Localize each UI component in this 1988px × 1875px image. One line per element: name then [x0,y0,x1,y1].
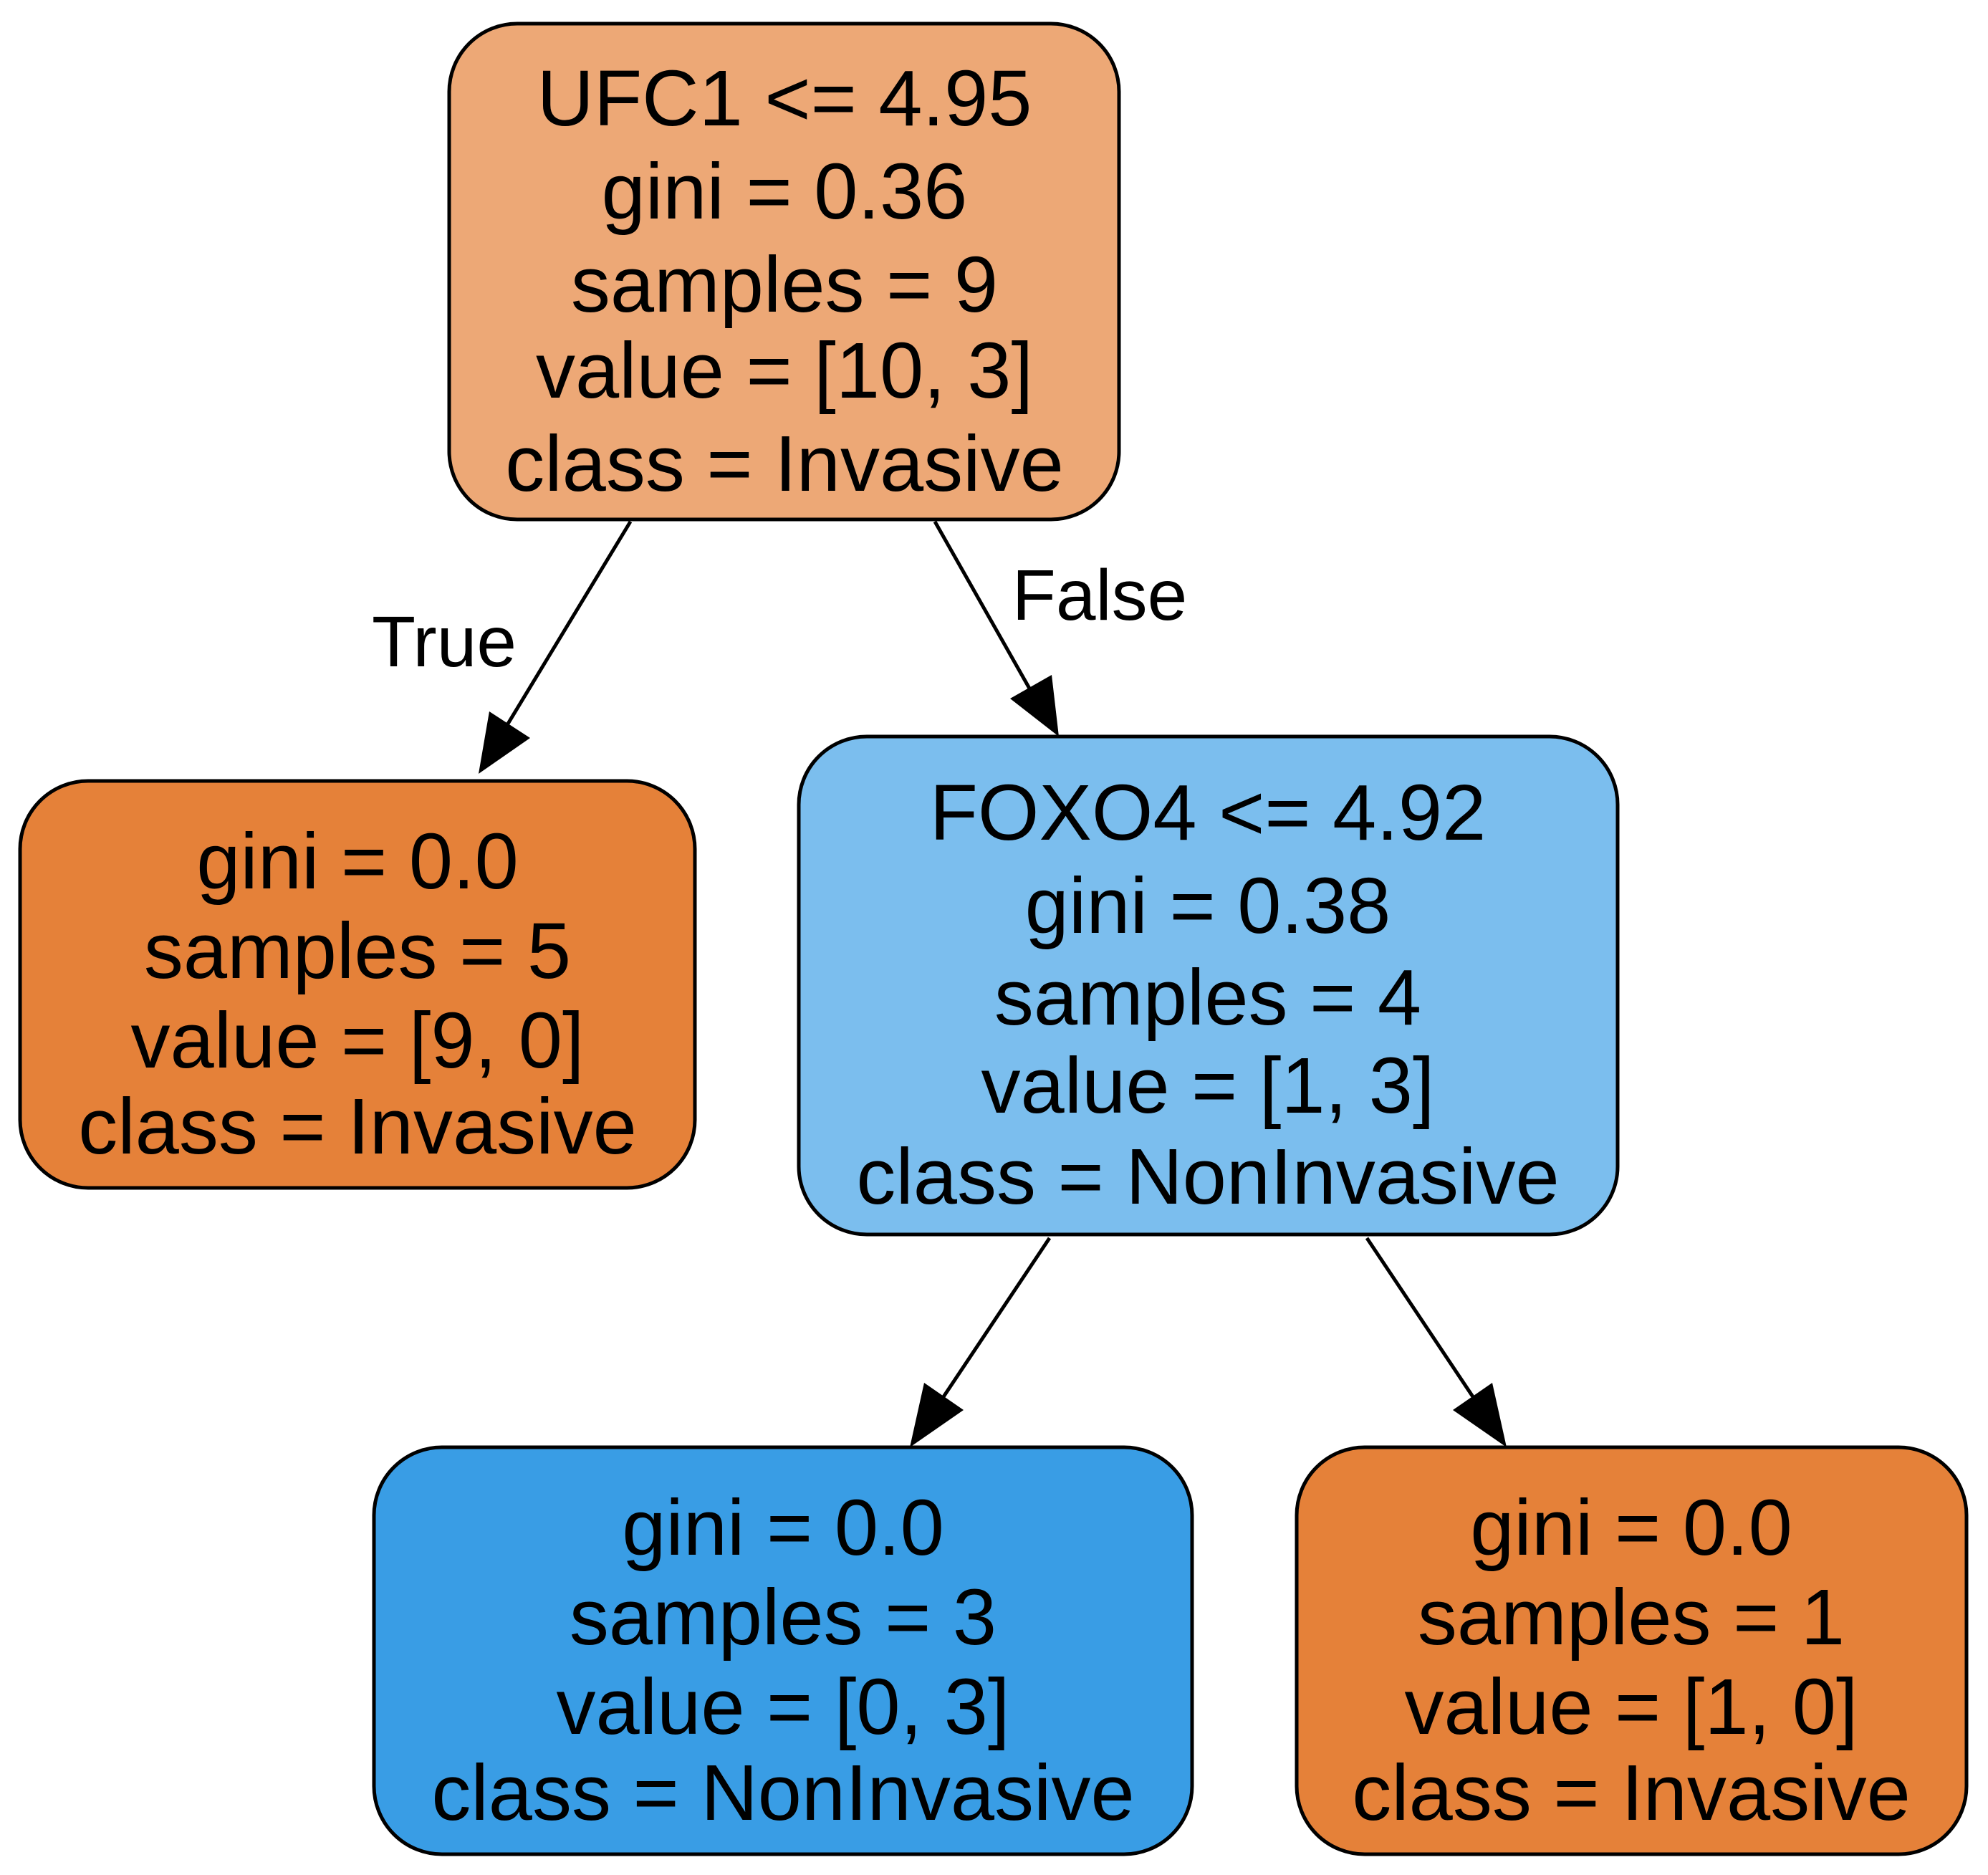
edge-root-to-left-leaf: True [372,520,633,774]
node-root-line-4: value = [10, 3] [536,327,1033,415]
node-right-split: FOXO4 <= 4.92 gini = 0.38 samples = 4 va… [797,734,1620,1237]
node-left-leaf-line-1: gini = 0.0 [196,817,519,906]
edge-right-split-to-bottom-left-leaf [910,1237,1052,1447]
node-bottom-right-leaf-line-4: class = Invasive [1352,1749,1911,1837]
node-root-line-1: UFC1 <= 4.95 [537,54,1032,143]
node-bottom-left-leaf-line-3: value = [0, 3] [557,1663,1010,1751]
node-bottom-right-leaf: gini = 0.0 samples = 1 value = [1, 0] cl… [1295,1445,1969,1856]
node-root-line-3: samples = 9 [571,241,998,329]
node-root: UFC1 <= 4.95 gini = 0.36 samples = 9 val… [447,21,1121,522]
node-bottom-right-leaf-box [1295,1445,1969,1856]
node-left-leaf-line-3: value = [9, 0] [131,997,585,1085]
edge-root-to-right-split: False [933,520,1188,737]
node-bottom-left-leaf-box [372,1445,1194,1856]
node-bottom-right-leaf-line-2: samples = 1 [1418,1573,1845,1661]
node-right-split-line-4: value = [1, 3] [981,1042,1435,1130]
edge-right-split-to-bottom-right-leaf [1365,1237,1507,1447]
edge-label-false: False [1012,555,1188,636]
node-root-line-5: class = Invasive [505,420,1064,508]
node-right-split-box [797,734,1620,1237]
node-root-line-2: gini = 0.36 [602,148,968,236]
node-left-leaf-line-4: class = Invasive [78,1083,637,1171]
node-root-box [447,21,1121,522]
node-right-split-line-2: gini = 0.38 [1025,862,1391,950]
node-left-leaf: gini = 0.0 samples = 5 value = [9, 0] cl… [18,779,697,1190]
node-bottom-left-leaf-line-1: gini = 0.0 [622,1484,944,1572]
node-bottom-right-leaf-line-3: value = [1, 0] [1405,1663,1858,1751]
node-bottom-left-leaf-line-2: samples = 3 [570,1573,997,1661]
node-bottom-right-leaf-line-1: gini = 0.0 [1470,1484,1792,1572]
node-right-split-line-1: FOXO4 <= 4.92 [930,769,1487,857]
node-left-leaf-box [18,779,697,1190]
edge-label-true: True [372,602,517,682]
node-bottom-left-leaf: gini = 0.0 samples = 3 value = [0, 3] cl… [372,1445,1194,1856]
node-right-split-line-3: samples = 4 [994,954,1421,1042]
node-right-split-line-5: class = NonInvasive [856,1133,1559,1221]
node-bottom-left-leaf-line-4: class = NonInvasive [431,1749,1134,1837]
node-left-leaf-line-2: samples = 5 [144,907,571,995]
